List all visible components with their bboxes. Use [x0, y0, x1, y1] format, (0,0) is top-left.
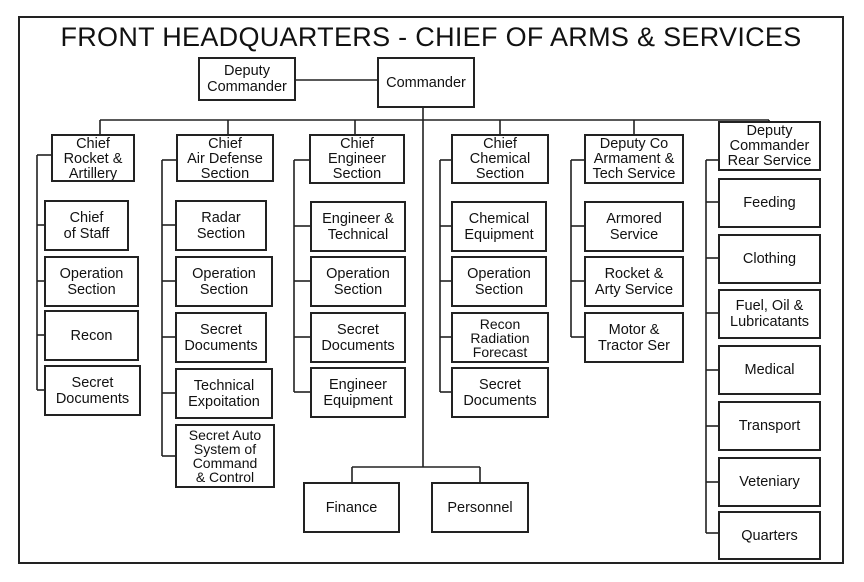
column-item: Secret Documents	[310, 312, 406, 363]
column-item: Recon	[44, 310, 139, 361]
chart-frame	[18, 16, 844, 564]
column-item: Secret Auto System of Command & Control	[175, 424, 275, 488]
column-item: Fuel, Oil & Lubricatants	[718, 289, 821, 339]
commander-box: Commander	[377, 57, 475, 108]
column-item: Chief of Staff	[44, 200, 129, 251]
column-item: Rocket & Arty Service	[584, 256, 684, 307]
column-item: Secret Documents	[175, 312, 267, 363]
column-item: Transport	[718, 401, 821, 451]
deputy-commander-box: Deputy Commander	[198, 57, 296, 101]
column-head-air-defense: Chief Air Defense Section	[176, 134, 274, 182]
column-item: Chemical Equipment	[451, 201, 547, 252]
column-head-rocket-artillery: Chief Rocket & Artillery	[51, 134, 135, 182]
column-item: Veteniary	[718, 457, 821, 507]
column-item: Quarters	[718, 511, 821, 560]
column-item: Secret Documents	[451, 367, 549, 418]
column-item: Armored Service	[584, 201, 684, 252]
column-item: Engineer Equipment	[310, 367, 406, 418]
column-item: Operation Section	[44, 256, 139, 307]
column-head-engineer: Chief Engineer Section	[309, 134, 405, 184]
column-item: Operation Section	[310, 256, 406, 307]
column-item: Medical	[718, 345, 821, 395]
column-head-chemical: Chief Chemical Section	[451, 134, 549, 184]
column-item: Engineer & Technical	[310, 201, 406, 252]
column-item: Operation Section	[175, 256, 273, 307]
column-item: Operation Section	[451, 256, 547, 307]
column-item: Motor & Tractor Ser	[584, 312, 684, 363]
column-item: Clothing	[718, 234, 821, 284]
column-item: Feeding	[718, 178, 821, 228]
column-item: Radar Section	[175, 200, 267, 251]
column-item: Recon Radiation Forecast	[451, 312, 549, 363]
column-head-rear-service: Deputy Commander Rear Service	[718, 121, 821, 171]
chart-title: FRONT HEADQUARTERS - CHIEF OF ARMS & SER…	[60, 22, 802, 52]
column-item: Technical Expoitation	[175, 368, 273, 419]
personnel-box: Personnel	[431, 482, 529, 533]
column-item: Secret Documents	[44, 365, 141, 416]
finance-box: Finance	[303, 482, 400, 533]
column-head-armament-tech: Deputy Co Armament & Tech Service	[584, 134, 684, 184]
